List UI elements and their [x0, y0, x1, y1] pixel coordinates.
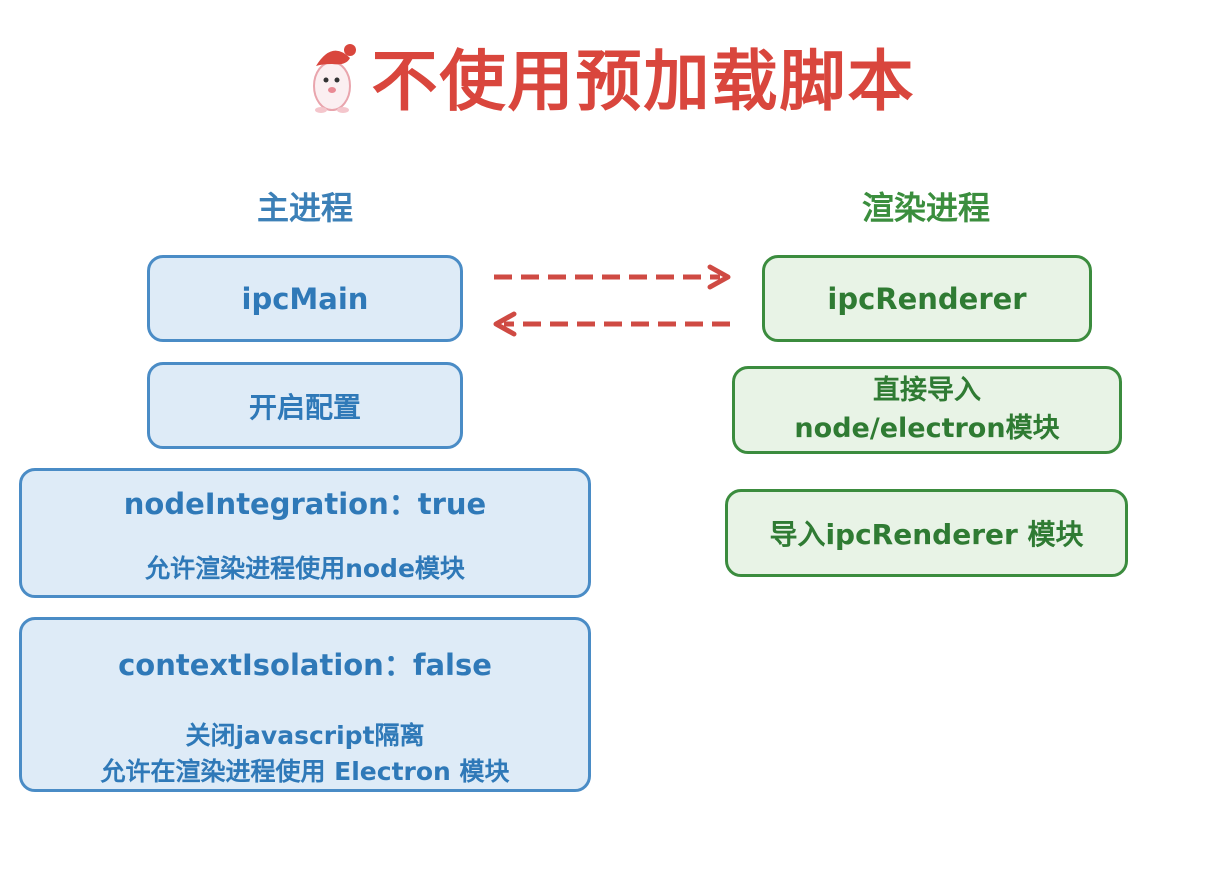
context-isolation-box: contextIsolation：false 关闭javascript隔离 允许… [19, 617, 591, 792]
import-ipc-renderer-label: 导入ipcRenderer 模块 [769, 518, 1084, 551]
ipc-renderer-box: ipcRenderer [762, 255, 1092, 342]
context-isolation-desc-1: 关闭javascript隔离 [185, 721, 425, 750]
arrow-to-main [493, 311, 730, 337]
page-title: 不使用预加载脚本 [371, 43, 916, 120]
node-integration-desc: 允许渲染进程使用node模块 [145, 554, 465, 583]
node-integration-box: nodeIntegration：true 允许渲染进程使用node模块 [19, 468, 591, 598]
ipc-main-label: ipcMain [241, 281, 369, 316]
context-isolation-desc-2: 允许在渲染进程使用 Electron 模块 [100, 757, 510, 786]
direct-import-line-1: 直接导入 [873, 375, 981, 406]
main-process-heading: 主进程 [256, 189, 353, 227]
title-bar: 不使用预加载脚本 [0, 28, 1222, 124]
enable-config-box: 开启配置 [147, 362, 463, 449]
arrow-to-renderer [494, 264, 731, 290]
node-integration-setting: nodeIntegration：true [123, 487, 487, 521]
context-isolation-setting: contextIsolation：false [118, 648, 492, 682]
ipc-arrows [493, 264, 731, 337]
import-ipc-renderer-box: 导入ipcRenderer 模块 [725, 489, 1128, 577]
enable-config-label: 开启配置 [248, 390, 361, 424]
mascot-icon [313, 44, 357, 113]
direct-import-line-2: node/electron模块 [794, 413, 1060, 444]
direct-import-box: 直接导入 node/electron模块 [732, 366, 1122, 454]
renderer-process-heading: 渲染进程 [861, 189, 990, 227]
ipc-main-box: ipcMain [147, 255, 463, 342]
ipc-renderer-label: ipcRenderer [827, 281, 1027, 316]
